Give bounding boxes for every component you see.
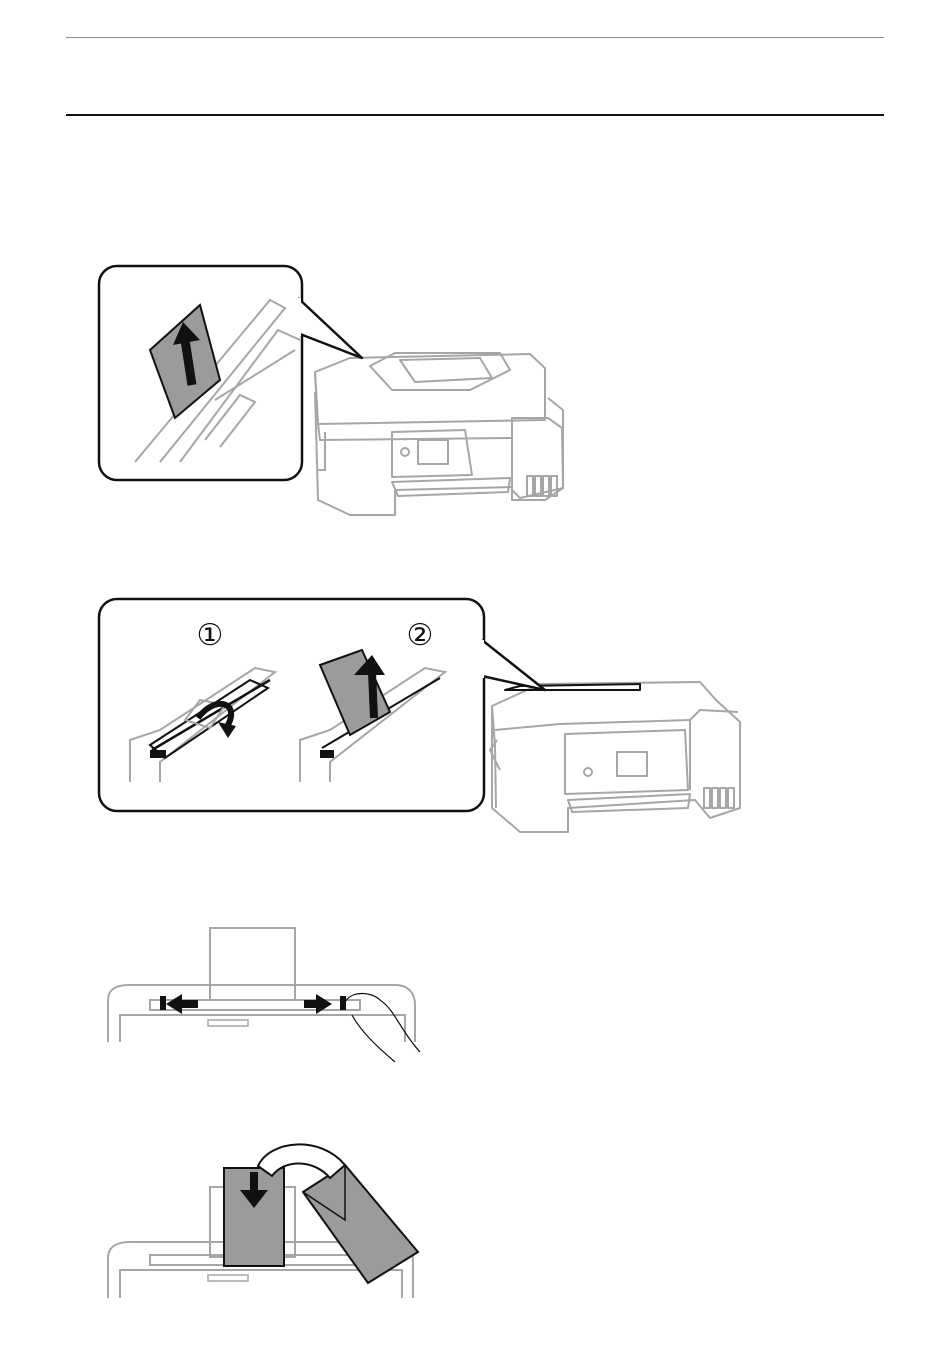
load-envelope-icon bbox=[108, 1144, 418, 1298]
